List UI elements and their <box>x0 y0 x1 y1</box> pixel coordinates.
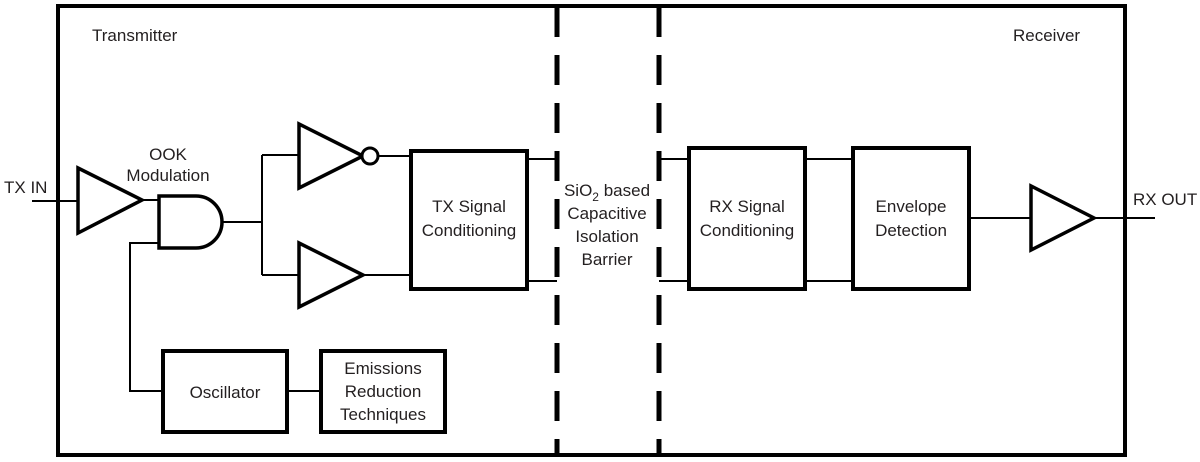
output-buffer-gate <box>1029 183 1098 253</box>
rx-out-label: RX OUT <box>1133 190 1197 209</box>
envelope-detection-label-line2: Detection <box>875 221 947 240</box>
inverter-gate <box>297 121 367 191</box>
receiver-region-label: Receiver <box>1013 26 1080 45</box>
transmitter-region-label: Transmitter <box>92 26 178 45</box>
barrier-label-line2: Capacitive <box>567 204 646 223</box>
envelope-detection-label-line1: Envelope <box>876 197 947 216</box>
rx-signal-conditioning-label-line2: Conditioning <box>700 221 795 240</box>
tx-in-label: TX IN <box>4 178 47 197</box>
barrier-label-subscript: 2 <box>592 190 599 204</box>
tx-signal-conditioning-label-line1: TX Signal <box>432 197 506 216</box>
ook-annotation-line2: Modulation <box>126 166 209 185</box>
rx-signal-conditioning-label-line1: RX Signal <box>709 197 785 216</box>
barrier-label-line1: SiO2 based <box>564 181 650 204</box>
inverter-bubble-icon <box>360 146 380 166</box>
tx-signal-conditioning-label-line2: Conditioning <box>422 221 517 240</box>
barrier-label-line3: Isolation <box>575 227 638 246</box>
input-buffer-gate <box>76 165 146 236</box>
device-boundary-box <box>56 4 1127 457</box>
tx-signal-conditioning-block <box>409 149 529 291</box>
barrier-label-line4: Barrier <box>581 250 632 269</box>
barrier-label-based: based <box>599 181 650 200</box>
oscillator-label: Oscillator <box>190 383 261 402</box>
ook-annotation-line1: OOK <box>149 145 187 164</box>
oscillator-to-and-feedback-wire <box>129 242 163 392</box>
branch-buffer-gate <box>297 240 367 310</box>
and-gate <box>157 194 224 250</box>
emissions-reduction-block <box>319 349 447 434</box>
barrier-label-sio: SiO <box>564 181 592 200</box>
envelope-detection-block <box>851 146 971 291</box>
emissions-reduction-label-line3: Techniques <box>340 405 426 424</box>
rx-signal-conditioning-block <box>687 146 807 291</box>
emissions-reduction-label-line1: Emissions <box>344 359 421 378</box>
emissions-reduction-label-line2: Reduction <box>345 382 422 401</box>
oscillator-block <box>161 349 289 434</box>
